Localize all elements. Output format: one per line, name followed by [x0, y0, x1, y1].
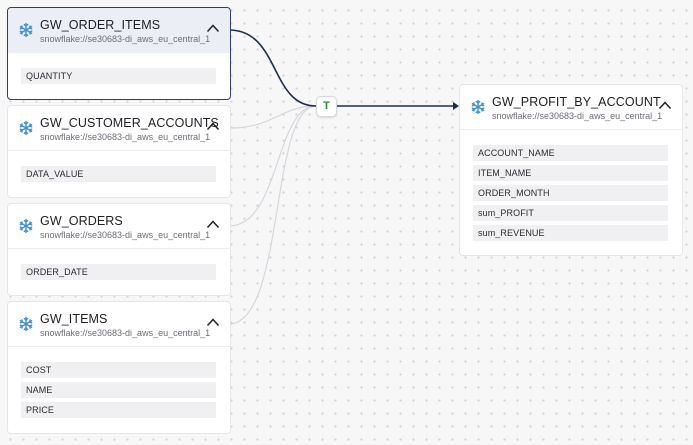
field-item[interactable]: ITEM_NAME: [473, 165, 668, 181]
field-item[interactable]: PRICE: [21, 402, 216, 418]
snowflake-icon: [471, 99, 485, 115]
node-header[interactable]: GW_ITEMS snowflake://se30683-di_aws_eu_c…: [8, 302, 230, 347]
node-header[interactable]: GW_CUSTOMER_ACCOUNTS snowflake://se30683…: [8, 106, 230, 151]
node-fields: COST NAME PRICE: [8, 347, 230, 432]
field-item[interactable]: ACCOUNT_NAME: [473, 145, 668, 161]
node-fields: DATA_VALUE: [8, 151, 230, 196]
edge-items-to-transform: [228, 105, 317, 325]
snowflake-icon: [19, 120, 33, 136]
field-item[interactable]: sum_PROFIT: [473, 205, 668, 221]
chevron-up-icon[interactable]: [206, 317, 220, 327]
node-subtitle: snowflake://se30683-di_aws_eu_central_1: [40, 328, 211, 338]
node-fields: ACCOUNT_NAME ITEM_NAME ORDER_MONTH sum_P…: [460, 130, 682, 255]
field-item[interactable]: ORDER_DATE: [21, 264, 216, 280]
node-gw-orders[interactable]: GW_ORDERS snowflake://se30683-di_aws_eu_…: [7, 203, 231, 296]
edge-arrowhead: [453, 102, 459, 110]
node-gw-customer-accounts[interactable]: GW_CUSTOMER_ACCOUNTS snowflake://se30683…: [7, 105, 231, 198]
edge-orders-to-transform: [228, 105, 317, 227]
node-gw-order-items[interactable]: GW_ORDER_ITEMS snowflake://se30683-di_aw…: [7, 7, 231, 100]
node-subtitle: snowflake://se30683-di_aws_eu_central_1: [40, 132, 211, 142]
field-item[interactable]: NAME: [21, 382, 216, 398]
chevron-up-icon[interactable]: [206, 219, 220, 229]
node-fields: QUANTITY: [8, 53, 230, 98]
field-item[interactable]: COST: [21, 362, 216, 378]
edge-customer-accounts-to-transform: [228, 105, 317, 129]
node-title: GW_PROFIT_BY_ACCOUNT: [492, 95, 661, 109]
transform-node[interactable]: T: [316, 96, 337, 117]
edge-order-items-to-transform: [228, 29, 317, 107]
node-header[interactable]: GW_ORDER_ITEMS snowflake://se30683-di_aw…: [8, 8, 230, 53]
snowflake-icon: [19, 22, 33, 38]
node-title: GW_ITEMS: [40, 312, 108, 326]
node-title: GW_ORDERS: [40, 214, 123, 228]
node-header[interactable]: GW_ORDERS snowflake://se30683-di_aws_eu_…: [8, 204, 230, 249]
snowflake-icon: [19, 218, 33, 234]
field-item[interactable]: ORDER_MONTH: [473, 185, 668, 201]
node-header[interactable]: GW_PROFIT_BY_ACCOUNT snowflake://se30683…: [460, 85, 682, 130]
field-item[interactable]: DATA_VALUE: [21, 166, 216, 182]
node-title: GW_CUSTOMER_ACCOUNTS: [40, 116, 219, 130]
field-item[interactable]: sum_REVENUE: [473, 225, 668, 241]
node-fields: ORDER_DATE: [8, 249, 230, 294]
node-subtitle: snowflake://se30683-di_aws_eu_central_1: [40, 34, 211, 44]
field-item[interactable]: QUANTITY: [21, 68, 216, 84]
chevron-up-icon[interactable]: [206, 121, 220, 131]
chevron-up-icon[interactable]: [206, 23, 220, 33]
snowflake-icon: [19, 316, 33, 332]
node-title: GW_ORDER_ITEMS: [40, 18, 161, 32]
node-subtitle: snowflake://se30683-di_aws_eu_central_1: [40, 230, 211, 240]
node-subtitle: snowflake://se30683-di_aws_eu_central_1: [492, 111, 663, 121]
node-gw-profit-by-account[interactable]: GW_PROFIT_BY_ACCOUNT snowflake://se30683…: [459, 84, 683, 256]
node-gw-items[interactable]: GW_ITEMS snowflake://se30683-di_aws_eu_c…: [7, 301, 231, 434]
chevron-up-icon[interactable]: [658, 100, 672, 110]
